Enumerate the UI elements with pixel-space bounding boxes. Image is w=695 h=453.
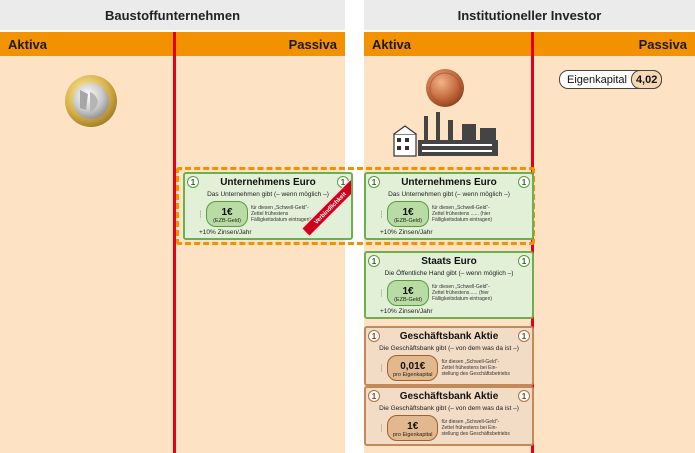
- fine-line: für diesen „Schwell-Geld“-: [432, 284, 490, 290]
- fine-line: Zettel frühestens...... (hier: [432, 290, 489, 296]
- note-subtitle: Die Geschäftsbank gibt (– von dem was da…: [379, 405, 519, 412]
- amount-sub: (EZB-Geld): [394, 297, 422, 304]
- fine-print: für diesen „Schwell-Geld“- Zettel frühes…: [432, 284, 528, 302]
- left-panel-title: Baustoffunternehmen: [0, 0, 345, 30]
- unternehmens-euro-note-left: 1 Unternehmens Euro 1 Das Unternehmen gi…: [183, 172, 353, 240]
- amount-sub: pro Eigenkapital: [393, 372, 433, 379]
- fine-line: für diesen „Schwell-Geld“-: [432, 205, 490, 211]
- staats-euro-note: 1 Staats Euro 1 Die Öffentliche Hand gib…: [364, 251, 534, 319]
- signature-mark: ~~~: [379, 424, 384, 432]
- eigenkapital-label: Eigenkapital: [567, 73, 627, 86]
- right-panel-title: Institutioneller Investor: [364, 0, 695, 30]
- amount-sub: (EZB-Geld): [213, 218, 241, 225]
- right-aktiva-header: Aktiva: [364, 32, 531, 56]
- fine-print: für diesen „Schwell-Geld“- Zettel frühes…: [441, 419, 528, 437]
- note-number-left: 1: [187, 176, 199, 188]
- amount-pill: 1€ (EZB-Geld): [387, 280, 429, 306]
- left-aktiva-header: Aktiva: [0, 32, 173, 56]
- note-number-right: 1: [518, 176, 530, 188]
- fine-line: für diesen „Schwell-Geld“-: [441, 359, 500, 365]
- amount-sub: (EZB-Geld): [394, 218, 422, 225]
- fine-line: Fälligkeitsdatum eintragen): [432, 217, 493, 223]
- fine-line: Zettel frühestens bei Ein-: [441, 425, 498, 431]
- fine-line: Zettel frühestens bei Ein-: [441, 365, 498, 371]
- amount-pill: 1€ (EZB-Geld): [387, 201, 429, 227]
- note-number-right: 1: [518, 390, 530, 402]
- left-balance-body: [0, 56, 345, 453]
- note-number-right: 1: [518, 255, 530, 267]
- left-passiva-header: Passiva: [176, 32, 345, 56]
- fine-line: Fälligkeitsdatum eintragen): [251, 217, 312, 223]
- fine-line: Zettel frühestens ...... (hier: [432, 211, 491, 217]
- eigenkapital-value: 4,02: [630, 70, 663, 89]
- note-number-left: 1: [368, 390, 380, 402]
- interest-footer: +10% Zinsen/Jahr: [199, 229, 252, 236]
- amount-sub: pro Eigenkapital: [393, 432, 433, 439]
- interest-footer: +10% Zinsen/Jahr: [380, 229, 433, 236]
- amount: 1€: [402, 286, 414, 298]
- note-title: Staats Euro: [421, 255, 477, 267]
- unternehmens-euro-note-right: 1 Unternehmens Euro 1 Das Unternehmen gi…: [364, 172, 534, 240]
- note-title: Geschäftsbank Aktie: [399, 390, 499, 402]
- eigenkapital-badge: Eigenkapital 4,02: [559, 70, 663, 89]
- note-number-right: 1: [518, 330, 530, 342]
- left-divider: [173, 32, 176, 453]
- signature-mark: ~~~: [379, 364, 384, 372]
- fine-line: für diesen „Schwell-Geld“-: [441, 419, 500, 425]
- note-subtitle: Das Unternehmen gibt (– wenn möglich –): [207, 191, 329, 198]
- one-cent-coin-icon: [426, 69, 464, 107]
- one-euro-coin-icon: [65, 75, 117, 127]
- interest-footer: +10% Zinsen/Jahr: [380, 308, 433, 315]
- amount: 0,01€: [400, 361, 426, 373]
- fine-line: stellung des Geschäftsbetriebs: [441, 431, 510, 437]
- note-number-left: 1: [368, 330, 380, 342]
- amount-pill: 1€ pro Eigenkapital: [387, 415, 439, 441]
- fine-line: stellung des Geschäftsbetriebs: [441, 371, 510, 377]
- signature-mark: ~~~: [379, 289, 384, 297]
- geschaeftsbank-aktie-note-1: 1 Geschäftsbank Aktie 1 Die Geschäftsban…: [364, 326, 534, 386]
- amount-pill: 0,01€ pro Eigenkapital: [387, 355, 439, 381]
- note-title: Unternehmens Euro: [220, 176, 316, 188]
- right-passiva-header: Passiva: [534, 32, 695, 56]
- fine-line: für diesen „Schwell-Geld“-: [251, 205, 309, 211]
- fine-print: für diesen „Schwell-Geld“- Zettel frühes…: [251, 205, 347, 223]
- amount: 1€: [407, 421, 419, 433]
- geschaeftsbank-aktie-note-2: 1 Geschäftsbank Aktie 1 Die Geschäftsban…: [364, 386, 534, 446]
- note-title: Unternehmens Euro: [401, 176, 497, 188]
- fine-line: Fälligkeitsdatum eintragen): [432, 296, 493, 302]
- signature-mark: ~~~: [379, 210, 384, 218]
- fine-print: für diesen „Schwell-Geld“- Zettel frühes…: [441, 359, 528, 377]
- fine-line: Zettel frühestens: [251, 211, 289, 217]
- amount: 1€: [402, 207, 414, 219]
- note-number-left: 1: [368, 255, 380, 267]
- note-number-left: 1: [368, 176, 380, 188]
- note-subtitle: Die Geschäftsbank gibt (– von dem was da…: [379, 345, 519, 352]
- note-subtitle: Das Unternehmen gibt (– wenn möglich –): [388, 191, 510, 198]
- note-title: Geschäftsbank Aktie: [399, 330, 499, 342]
- amount-pill: 1€ (EZB-Geld): [206, 201, 248, 227]
- fine-print: für diesen „Schwell-Geld“- Zettel frühes…: [432, 205, 528, 223]
- amount: 1€: [221, 207, 233, 219]
- signature-mark: ~~~: [198, 210, 203, 218]
- factory-icon: [393, 112, 498, 157]
- note-subtitle: Die Öffentliche Hand gibt (– wenn möglic…: [384, 270, 514, 277]
